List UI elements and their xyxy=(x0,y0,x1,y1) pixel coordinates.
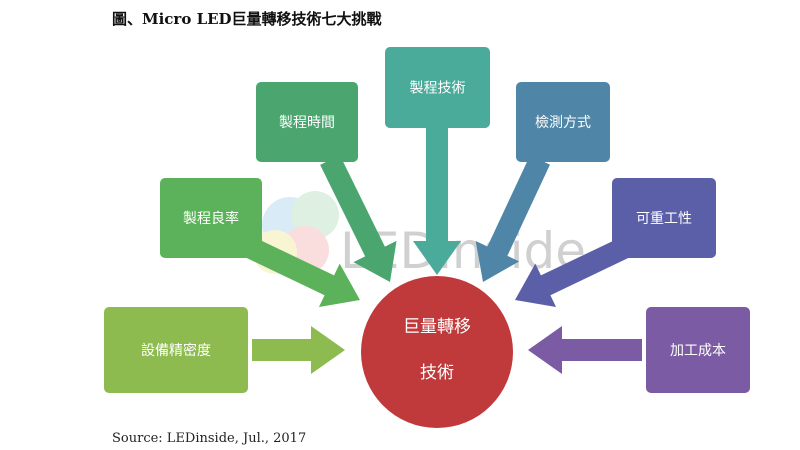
figure-title: 圖、Micro LED巨量轉移技術七大挑戰 xyxy=(112,10,382,28)
challenge-box xyxy=(516,82,610,162)
arrow-2 xyxy=(240,235,360,307)
arrow-4 xyxy=(413,128,461,275)
challenge-label: 製程時間 xyxy=(279,115,335,131)
challenge-box xyxy=(256,82,358,162)
challenge-box xyxy=(104,307,248,393)
center-label-line2: 技術 xyxy=(420,363,454,383)
arrow-7 xyxy=(528,326,642,374)
challenge-label: 製程良率 xyxy=(183,210,239,227)
challenge-label: 檢測方式 xyxy=(535,114,591,131)
arrow-5 xyxy=(475,155,550,282)
challenge-label: 設備精密度 xyxy=(141,342,211,359)
arrow-1 xyxy=(252,326,345,374)
arrow-6 xyxy=(515,235,635,307)
challenge-box xyxy=(612,178,716,258)
challenge-box xyxy=(385,47,490,128)
center-label-line1: 巨量轉移 xyxy=(403,317,471,337)
arrow-3 xyxy=(320,155,397,282)
center-circle xyxy=(361,276,513,428)
challenge-label: 加工成本 xyxy=(670,343,726,359)
challenge-box xyxy=(646,307,750,393)
challenge-box xyxy=(160,178,262,258)
challenge-label: 製程技術 xyxy=(410,81,466,97)
challenge-label: 可重工性 xyxy=(636,211,692,227)
source-note: Source: LEDinside, Jul., 2017 xyxy=(112,431,307,446)
